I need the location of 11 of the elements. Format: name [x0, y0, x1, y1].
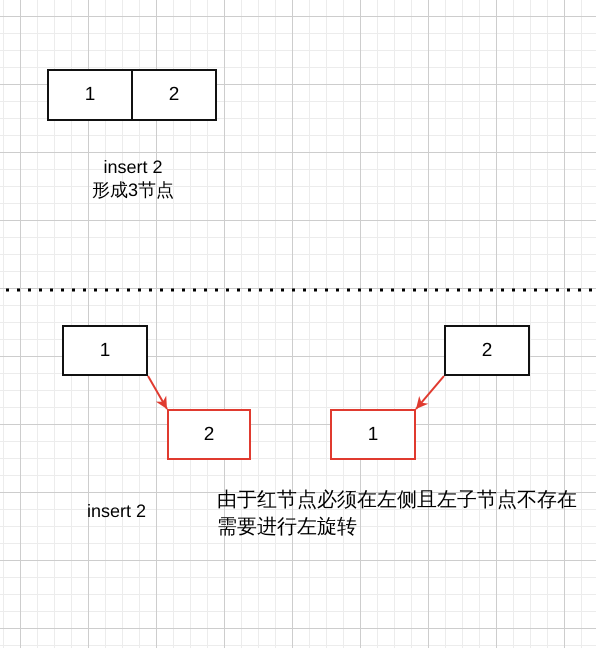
child-node-box: 2: [167, 409, 251, 460]
parent-node-box: 2: [444, 325, 530, 376]
child-node-box: 1: [330, 409, 416, 460]
step-note: insert 2 形成3节点: [90, 156, 175, 202]
arrow: [415, 375, 445, 410]
step-label: insert 2: [87, 500, 146, 523]
arrow: [147, 376, 168, 410]
key-box: 2: [131, 69, 217, 121]
rule-note: 由于红节点必须在左侧且左子节点不存在需要进行左旋转: [217, 488, 578, 540]
parent-node-box: 1: [62, 325, 148, 376]
key-box: 1: [47, 69, 133, 121]
